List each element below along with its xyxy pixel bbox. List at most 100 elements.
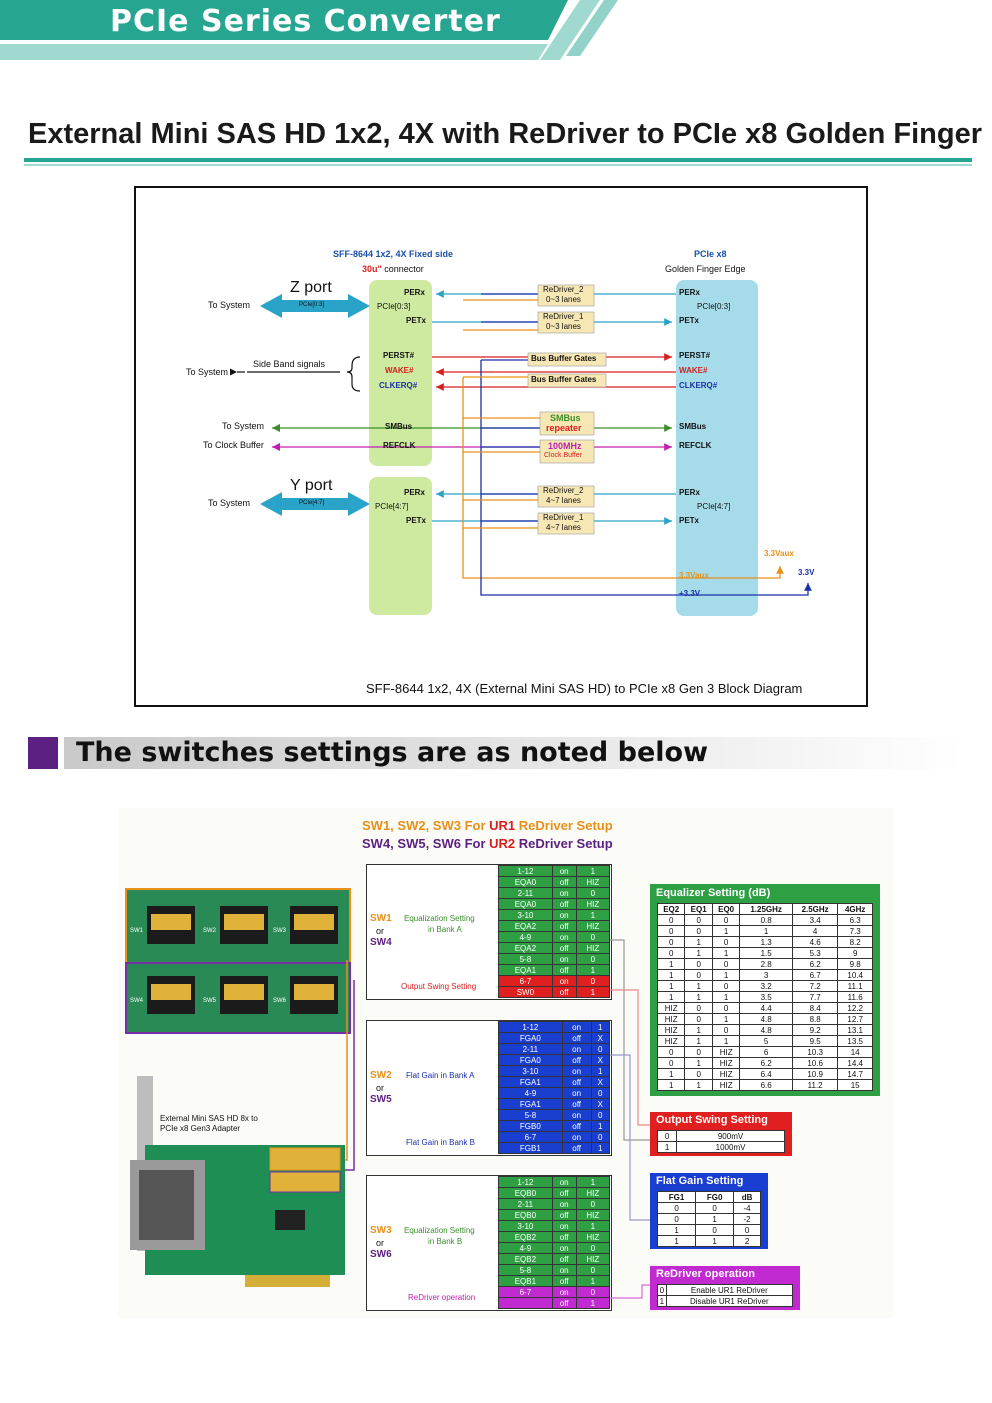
- table-cell: 3-10: [498, 1065, 563, 1077]
- table-cell: 1: [711, 1035, 741, 1047]
- table-cell: 3-10: [498, 1220, 553, 1232]
- v33aux-in: 3.3Vaux: [679, 571, 709, 580]
- table-cell: 8.2: [837, 936, 873, 948]
- left-header-2-rest: connector: [381, 264, 424, 274]
- table-cell: HIZ: [656, 1002, 686, 1014]
- table-cell: EQB2: [498, 1253, 553, 1265]
- block1-sw-or: or: [376, 926, 385, 936]
- table-cell: 0: [684, 914, 713, 926]
- table-cell: on: [551, 1176, 577, 1188]
- table-cell: 1000mV: [676, 1141, 785, 1153]
- table-cell: 1: [656, 991, 686, 1003]
- table-cell: 1: [656, 1235, 697, 1247]
- setup-line2-b: UR2: [489, 836, 516, 851]
- table-cell: 1: [575, 986, 611, 998]
- right-refclk: REFCLK: [679, 441, 712, 450]
- section-title: The switches settings are as noted below: [76, 737, 709, 768]
- table-cell: 1: [695, 1213, 735, 1225]
- table-cell: 1: [575, 1275, 611, 1287]
- table-cell: 3-10: [498, 909, 553, 921]
- svg-text:SW2: SW2: [203, 928, 217, 934]
- table-cell: 6.2: [791, 958, 839, 970]
- block2-sw-or: or: [376, 1083, 385, 1093]
- block1-label2: Output Swing Setting: [401, 982, 477, 991]
- block2-sw-top: SW2: [370, 1070, 392, 1081]
- table-cell: off: [561, 1142, 592, 1154]
- table-cell: 1: [684, 936, 713, 948]
- table-cell: 0: [657, 1284, 667, 1296]
- svg-text:SW4: SW4: [130, 998, 144, 1004]
- table-cell: 15: [837, 1079, 873, 1091]
- banner-title: PCIe Series Converter: [110, 4, 501, 39]
- table-cell: 1: [657, 1295, 667, 1307]
- table-cell: FGA1: [498, 1098, 563, 1110]
- table-cell: 2-11: [498, 887, 553, 899]
- table-cell: off: [551, 876, 577, 888]
- left-smbus: SMBus: [385, 422, 413, 431]
- banner-graphic: [0, 0, 618, 60]
- redriver1-b-sub: 4~7 lanes: [546, 523, 581, 532]
- table-cell: 1: [590, 1120, 611, 1132]
- table-cell: Enable UR1 ReDriver: [665, 1284, 794, 1296]
- table-cell: 2-11: [498, 1043, 563, 1055]
- table-cell: 0: [590, 1043, 611, 1055]
- table-cell: 9.5: [791, 1035, 839, 1047]
- table-cell: on: [551, 1220, 577, 1232]
- table-cell: 6-7: [498, 975, 553, 987]
- left-header-2-red: 30u": [362, 264, 382, 274]
- left-header-1: SFF-8644 1x2, 4X Fixed side: [333, 249, 454, 259]
- block2-label1: Flat Gain in Bank A: [406, 1071, 475, 1080]
- table-cell: 0: [656, 914, 686, 926]
- table-cell: 5-8: [498, 1264, 553, 1276]
- table-cell: off: [551, 1231, 577, 1243]
- setup-line2-a: SW4, SW5, SW6 For: [362, 836, 490, 851]
- to-system-y: To System: [208, 498, 251, 508]
- table-cell: 1: [575, 909, 611, 921]
- table-cell: 6.2: [739, 1057, 793, 1069]
- table-cell: on: [551, 953, 577, 965]
- table-cell: 6.4: [739, 1068, 793, 1080]
- table-cell: 0: [656, 947, 686, 959]
- table-cell: 10.6: [791, 1057, 839, 1069]
- table-cell: 4.4: [739, 1002, 793, 1014]
- table-cell: FGA0: [498, 1054, 563, 1066]
- v33-in: +3.3V: [679, 589, 701, 598]
- table-cell: EQA1: [498, 964, 553, 976]
- block1-label1: Equalization Setting: [404, 914, 475, 923]
- bus-buffer-2: Bus Buffer Gates: [531, 375, 597, 384]
- table-cell: on: [551, 865, 577, 877]
- table-cell: 0: [695, 1224, 735, 1236]
- table-cell: off: [551, 920, 577, 932]
- table-cell: on: [561, 1131, 592, 1143]
- redriver-panel-title: ReDriver operation: [656, 1268, 756, 1280]
- table-cell: 9.2: [791, 1024, 839, 1036]
- block2-sw-bot: SW5: [370, 1094, 392, 1105]
- table-cell: 4: [791, 925, 839, 937]
- table-cell: on: [551, 887, 577, 899]
- table-cell: off: [561, 1032, 592, 1044]
- table-cell: 1: [684, 1035, 713, 1047]
- table-cell: 3: [739, 969, 793, 981]
- table-cell: X: [590, 1098, 611, 1110]
- left-perx-y: PERx: [404, 488, 425, 497]
- table-cell: 0: [684, 1013, 713, 1025]
- table-cell: -4: [733, 1202, 761, 1214]
- setup-line2: SW4, SW5, SW6 For UR2 ReDriver Setup: [362, 836, 613, 851]
- redriver2-a: ReDriver_2: [543, 285, 584, 294]
- table-cell: 0: [711, 1002, 741, 1014]
- table-cell: 0: [656, 925, 686, 937]
- table-cell: off: [561, 1098, 592, 1110]
